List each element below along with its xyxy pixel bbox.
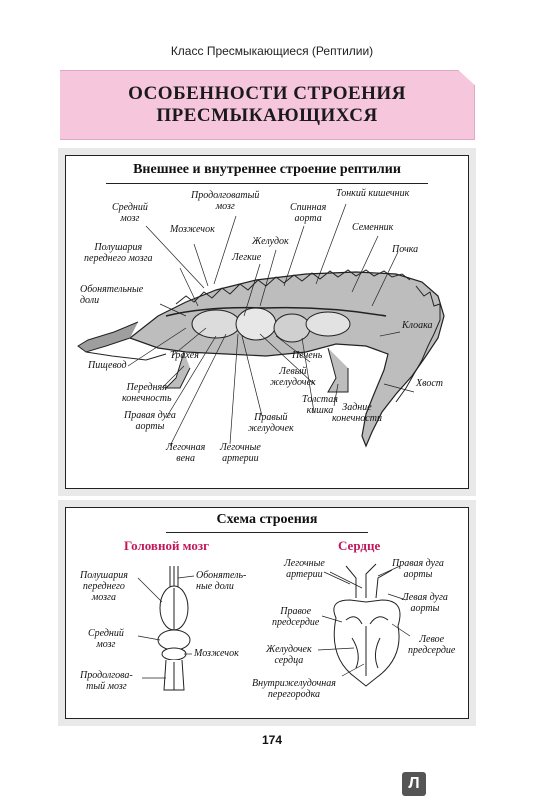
label-spinal-aorta: Спинная аорта (290, 202, 327, 224)
title-banner: ОСОБЕННОСТИ СТРОЕНИЯ ПРЕСМЫКАЮЩИХСЯ (60, 70, 475, 140)
scheme-drawings (137, 563, 411, 691)
heart-label-left-aortic-arch: Левая дуга аорты (402, 592, 448, 614)
label-esophagus: Пищевод (88, 360, 127, 371)
scheme-title-underline (166, 532, 368, 533)
banner-line-1: ОСОБЕННОСТИ СТРОЕНИЯ (128, 83, 406, 104)
label-liver: Печень (292, 350, 323, 361)
structure-panel: Внешнее и внутреннее строение рептилии (58, 148, 476, 496)
page-header: Класс Пресмыкающиеся (Рептилии) (170, 44, 374, 58)
label-lungs: Легкие (232, 252, 262, 263)
structure-title: Внешнее и внутреннее строение рептилии (133, 162, 401, 177)
heart-label-left-atrium: Левое предсердие (408, 634, 456, 656)
page-number: 174 (261, 733, 283, 747)
label-hemispheres: Полушария переднего мозга (84, 242, 153, 264)
label-pulmonary-arteries: Легочные артерии (220, 442, 261, 464)
heart-label-right-atrium: Правое предсердие (272, 606, 320, 628)
label-testis: Семенник (352, 222, 394, 233)
label-right-ventricle: Правый желудочек (248, 412, 294, 434)
title-underline (106, 183, 428, 184)
heart-label-right-aortic-arch: Правая дуга аорты (392, 558, 444, 580)
panel-inner: Внешнее и внутреннее строение рептилии (65, 155, 469, 489)
brain-label-medulla: Продолгова- тый мозг (80, 670, 133, 692)
label-cerebellum: Мозжечок (170, 224, 215, 235)
heart-label-ventricle: Желудочек сердца (266, 644, 312, 666)
label-front-limb: Передняя конечность (122, 382, 172, 404)
label-tail: Хвост (416, 378, 443, 389)
banner-line-2: ПРЕСМЫКАЮЩИХСЯ (156, 105, 378, 126)
brain-label-hemispheres: Полушария переднего мозга (80, 570, 128, 603)
label-trachea: Трахея (170, 350, 199, 361)
label-stomach: Желудок (252, 236, 289, 247)
label-medulla: Продолговатый мозг (191, 190, 260, 212)
crocodile-illustration (77, 203, 445, 448)
heart-label-pulmonary-arteries: Легочные артерии (284, 558, 325, 580)
brain-label-midbrain: Средний мозг (88, 628, 124, 650)
label-pulmonary-vein: Легочная вена (166, 442, 206, 464)
label-large-intestine: Толстая кишка (302, 394, 338, 416)
heart-diagram (333, 563, 401, 687)
brain-heading: Головной мозг (124, 538, 209, 553)
scheme-panel: Схема строения Головной мозг Сердце (58, 500, 476, 726)
label-left-ventricle: Левый желудочек (270, 366, 316, 388)
brain-label-cerebellum: Мозжечок (194, 648, 239, 659)
brain-label-olfactory: Обонятель- ные доли (196, 570, 247, 592)
scheme-panel-inner: Схема строения Головной мозг Сердце (65, 507, 469, 719)
label-small-intestine: Тонкий кишечник (336, 188, 410, 199)
label-right-aortic-arch: Правая дуга аорты (124, 410, 176, 432)
label-cloaca: Клоака (402, 320, 433, 331)
heart-label-septum: Внутрижелудочная перегородка (252, 678, 336, 700)
brain-diagram (157, 566, 191, 691)
label-midbrain: Средний мозг (112, 202, 148, 224)
label-hind-limbs: Задние конечности (332, 402, 382, 424)
label-kidney: Почка (392, 244, 419, 255)
heart-heading: Сердце (338, 538, 381, 553)
scheme-title: Схема строения (216, 512, 318, 527)
publisher-logo: Л (402, 772, 426, 796)
label-olfactory: Обонятельные доли (80, 284, 144, 306)
